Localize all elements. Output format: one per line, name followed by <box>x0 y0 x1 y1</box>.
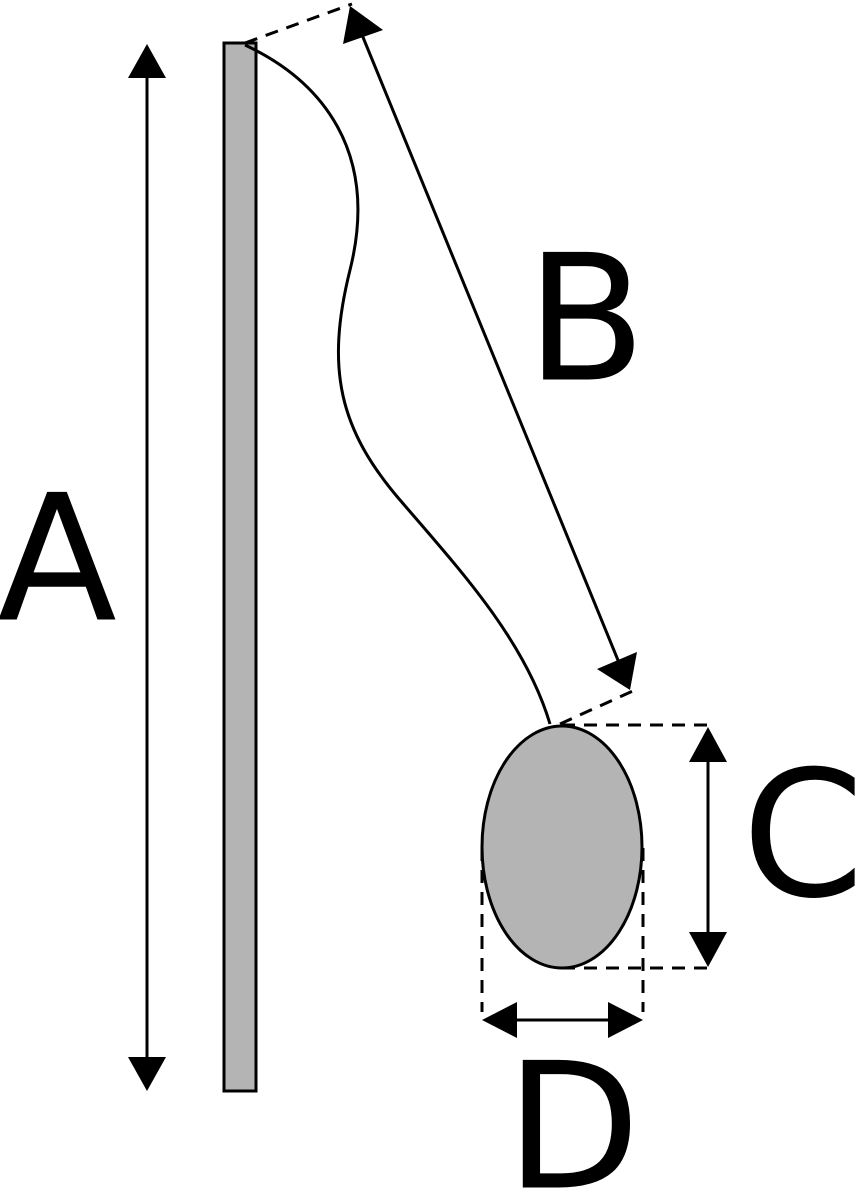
label-d: D <box>506 1027 641 1200</box>
label-a: A <box>0 459 117 662</box>
label-c: C <box>742 735 863 938</box>
c-extension-lines <box>562 723 710 970</box>
support-bar <box>222 41 258 1093</box>
d-extension-lines <box>480 848 645 1012</box>
dimension-c-arrow <box>689 727 727 967</box>
pendulum-bob <box>480 724 644 970</box>
dimension-d-arrow <box>482 1002 643 1038</box>
b-extension-bottom <box>559 688 636 726</box>
dimension-a-arrow <box>128 44 166 1091</box>
pendulum-string <box>244 43 552 725</box>
label-b: B <box>526 219 646 422</box>
dimension-b-arrow <box>343 6 637 690</box>
b-extension-top <box>244 2 353 45</box>
